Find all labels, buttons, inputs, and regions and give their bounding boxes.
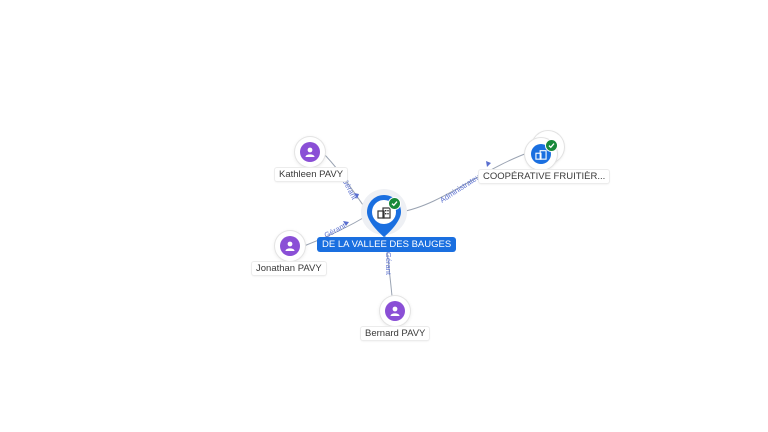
edge-central-cooperative: [399, 151, 531, 213]
node-label[interactable]: Bernard PAVY: [361, 327, 430, 340]
edge-arrowhead: [354, 193, 359, 199]
person-icon: [300, 142, 320, 162]
check-badge-icon: [545, 139, 558, 152]
company-icon: [377, 207, 391, 219]
person-icon: [280, 236, 300, 256]
node-label[interactable]: Kathleen PAVY: [275, 168, 348, 181]
edge-arrowhead: [343, 221, 349, 226]
person-avatar[interactable]: [295, 137, 325, 167]
node-label[interactable]: DE LA VALLEE DES BAUGES: [317, 237, 457, 252]
node-label[interactable]: COOPÉRATIVE FRUITIÈR...: [479, 170, 610, 183]
node-label[interactable]: Jonathan PAVY: [252, 262, 326, 275]
person-avatar[interactable]: [380, 296, 410, 326]
edge-label-bernard: Gérant: [384, 252, 393, 276]
person-avatar[interactable]: [275, 231, 305, 261]
edge-arrowhead: [486, 161, 491, 167]
person-icon: [385, 301, 405, 321]
check-badge-icon: [388, 197, 401, 210]
edge-label-cooperative: Administrateur: [438, 171, 484, 205]
